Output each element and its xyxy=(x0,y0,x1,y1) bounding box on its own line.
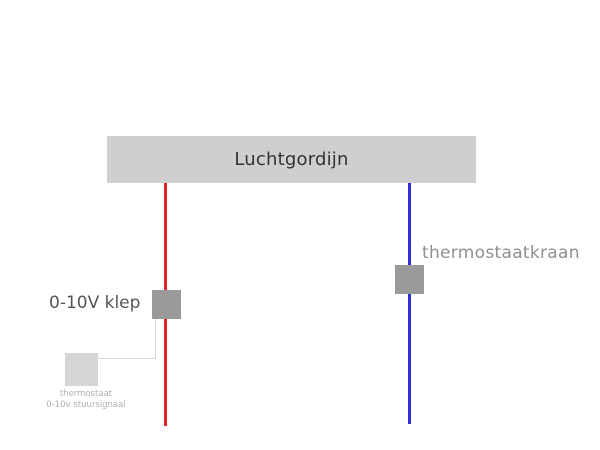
klep-label: 0-10V klep xyxy=(49,293,141,313)
klep-valve xyxy=(152,290,181,319)
thermostat-box xyxy=(65,353,98,386)
thermostaatkraan-label: thermostaatkraan xyxy=(422,243,580,263)
luchtgordijn-label: Luchtgordijn xyxy=(234,149,349,170)
luchtgordijn-unit: Luchtgordijn xyxy=(107,136,476,183)
thermostaatkraan-valve xyxy=(395,265,424,294)
blue-return-pipe xyxy=(408,183,411,424)
signal-wire-vertical xyxy=(155,319,156,359)
thermostat-label: thermostaat 0-10v stuursignaal xyxy=(38,389,134,411)
signal-wire-horizontal xyxy=(98,358,156,359)
thermostat-label-line1: thermostaat xyxy=(59,389,113,399)
thermostat-label-line2: 0-10v stuursignaal xyxy=(46,400,126,410)
